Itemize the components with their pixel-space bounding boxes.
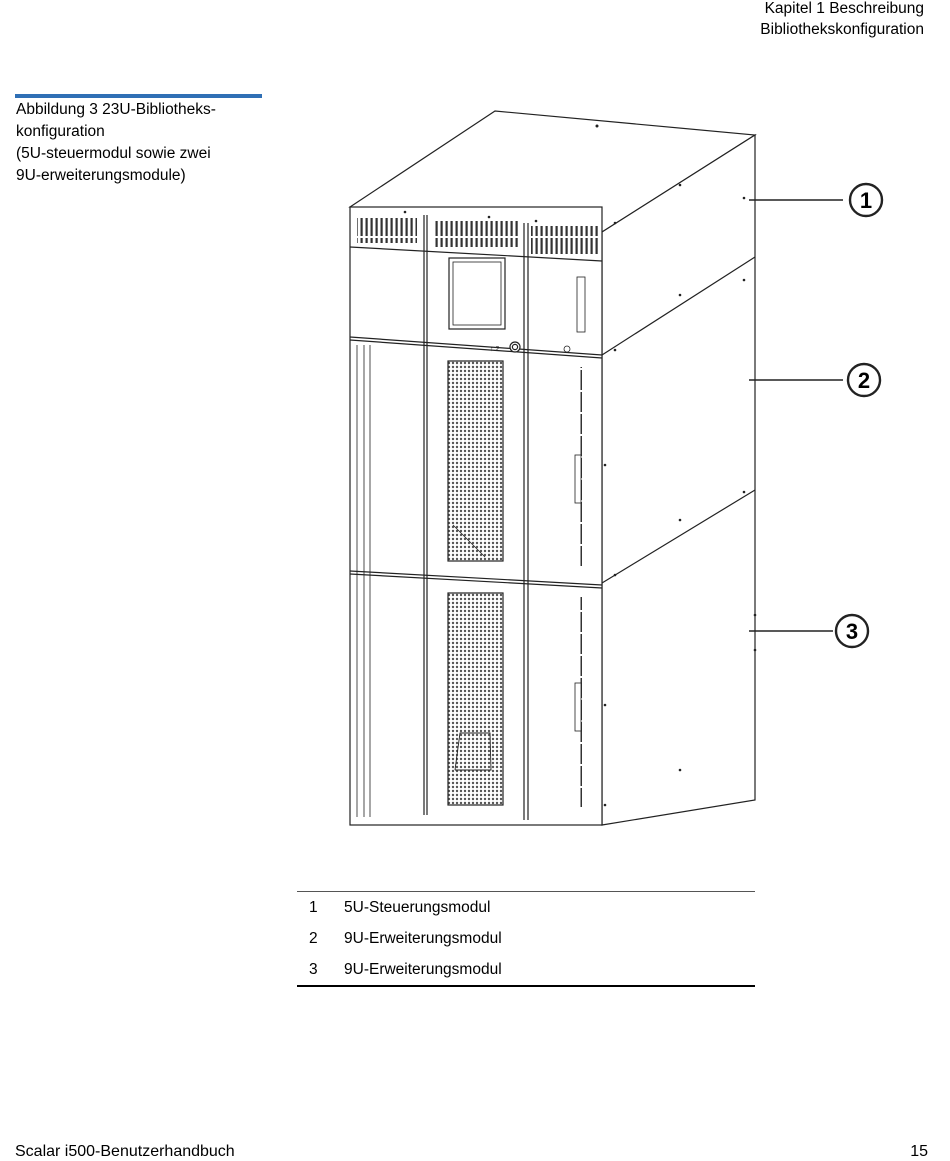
callout-3: 3 xyxy=(834,613,870,649)
caption-line: (5U-steuermodul sowie zwei xyxy=(16,145,211,162)
legend-label: 5U-Steuerungsmodul xyxy=(344,898,491,916)
legend-table: 1 5U-Steuerungsmodul 2 9U-Erweiterungsmo… xyxy=(297,891,755,987)
caption-line: konfiguration xyxy=(16,123,105,140)
callout-1: 1 xyxy=(848,182,884,218)
right-side xyxy=(601,133,756,826)
legend-number: 1 xyxy=(309,898,318,916)
caption-line: Abbildung 3 23U-Bibliotheks- xyxy=(16,101,216,118)
legend-number: 2 xyxy=(309,929,318,947)
footer-title: Scalar i500-Benutzerhandbuch xyxy=(15,1143,235,1160)
caption-line: 9U-erweiterungsmodule) xyxy=(16,167,186,184)
legend-row: 3 9U-Erweiterungsmodul xyxy=(297,954,755,985)
figure-caption: Abbildung 3 23U-Bibliotheks- konfigurati… xyxy=(16,99,266,187)
legend-row: 1 5U-Steuerungsmodul xyxy=(297,892,755,923)
header-chapter: Kapitel 1 Beschreibung xyxy=(764,0,924,17)
caption-rule xyxy=(15,94,262,98)
callout-2: 2 xyxy=(846,362,882,398)
page-number: 15 xyxy=(910,1143,928,1160)
touch-screen xyxy=(448,257,506,330)
mesh-door-lower xyxy=(447,592,504,806)
library-illustration: ↑ 2 1 xyxy=(335,105,890,833)
header-section: Bibliothekskonfiguration xyxy=(760,21,924,38)
callout-label: 3 xyxy=(846,619,858,644)
legend-number: 3 xyxy=(309,960,318,978)
callout-label: 2 xyxy=(858,368,870,393)
running-header: Kapitel 1 Beschreibung Bibliothekskonfig… xyxy=(760,0,924,40)
library-drawing: ↑ 2 1 xyxy=(348,110,884,826)
control-indicators: ↑ 2 xyxy=(490,346,499,353)
legend-row: 2 9U-Erweiterungsmodul xyxy=(297,923,755,954)
legend-label: 9U-Erweiterungsmodul xyxy=(344,960,502,978)
callout-label: 1 xyxy=(860,188,872,213)
legend-label: 9U-Erweiterungsmodul xyxy=(344,929,502,947)
mesh-door-upper xyxy=(447,360,504,562)
